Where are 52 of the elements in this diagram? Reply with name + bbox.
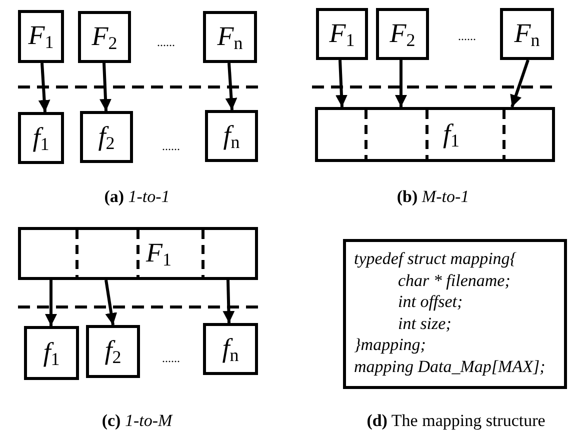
arrow: [336, 60, 348, 108]
file-box: [316, 8, 368, 60]
file-box: [500, 8, 554, 60]
file-box: [203, 11, 257, 63]
subfigure-caption: (c) 1-to-M: [102, 412, 172, 429]
segmented-block: [315, 107, 555, 162]
node-label: F$_{2}$: [390, 20, 416, 48]
arrow: [38, 62, 50, 112]
arrow: [395, 60, 407, 107]
code-line: typedef struct mapping{: [354, 248, 517, 270]
subfigure-caption: (b) M-to-1: [396, 188, 470, 205]
file-box: [203, 323, 258, 375]
arrow: [222, 280, 235, 324]
subfigure-caption: (a) 1-to-1: [104, 188, 170, 205]
code-line: mapping Data_Map[MAX];: [354, 356, 546, 377]
file-box: [78, 11, 131, 63]
segmented-block: [18, 227, 258, 280]
subfigure-caption: (d) The mapping structure: [366, 412, 546, 429]
node-label: f$_{1}$: [32, 124, 50, 152]
node-label: F$_{1}$: [329, 20, 355, 48]
file-box: [24, 326, 79, 380]
code-line: int offset;: [398, 291, 463, 312]
node-label: f$_{n}$: [222, 334, 239, 364]
arrow: [45, 280, 57, 326]
node-label: f$_{1}$: [43, 338, 60, 368]
arrow: [510, 60, 530, 108]
node-label: F$_{n}$: [217, 22, 243, 52]
node-label: f$_{2}$: [104, 337, 122, 366]
file-box: [86, 325, 140, 378]
code-box: [343, 239, 567, 389]
ellipsis-label: ......: [162, 352, 180, 364]
node-label: f$_{n}$: [223, 122, 240, 150]
arrow: [104, 280, 118, 326]
arrow: [100, 62, 112, 112]
file-box: [18, 112, 64, 164]
arrow: [225, 62, 238, 110]
node-label: f$_{2}$: [98, 122, 115, 152]
node-label: F$_{2}$: [92, 22, 118, 52]
node-label: F$_{n}$: [514, 20, 540, 48]
file-box: [376, 8, 429, 60]
file-box: [18, 10, 64, 63]
code-line: }mapping;: [354, 334, 426, 356]
code-line: char * filename;: [398, 270, 510, 291]
file-box: [205, 110, 258, 162]
file-box: [80, 111, 133, 163]
code-line: int size;: [398, 312, 452, 334]
node-label: F$_{1}$: [146, 239, 172, 268]
ellipsis-label: ......: [458, 30, 476, 42]
node-label: f$_{1}$: [443, 120, 460, 149]
ellipsis-label: ......: [162, 140, 180, 152]
node-label: F$_{1}$: [28, 22, 54, 51]
ellipsis-label: ......: [157, 36, 175, 48]
